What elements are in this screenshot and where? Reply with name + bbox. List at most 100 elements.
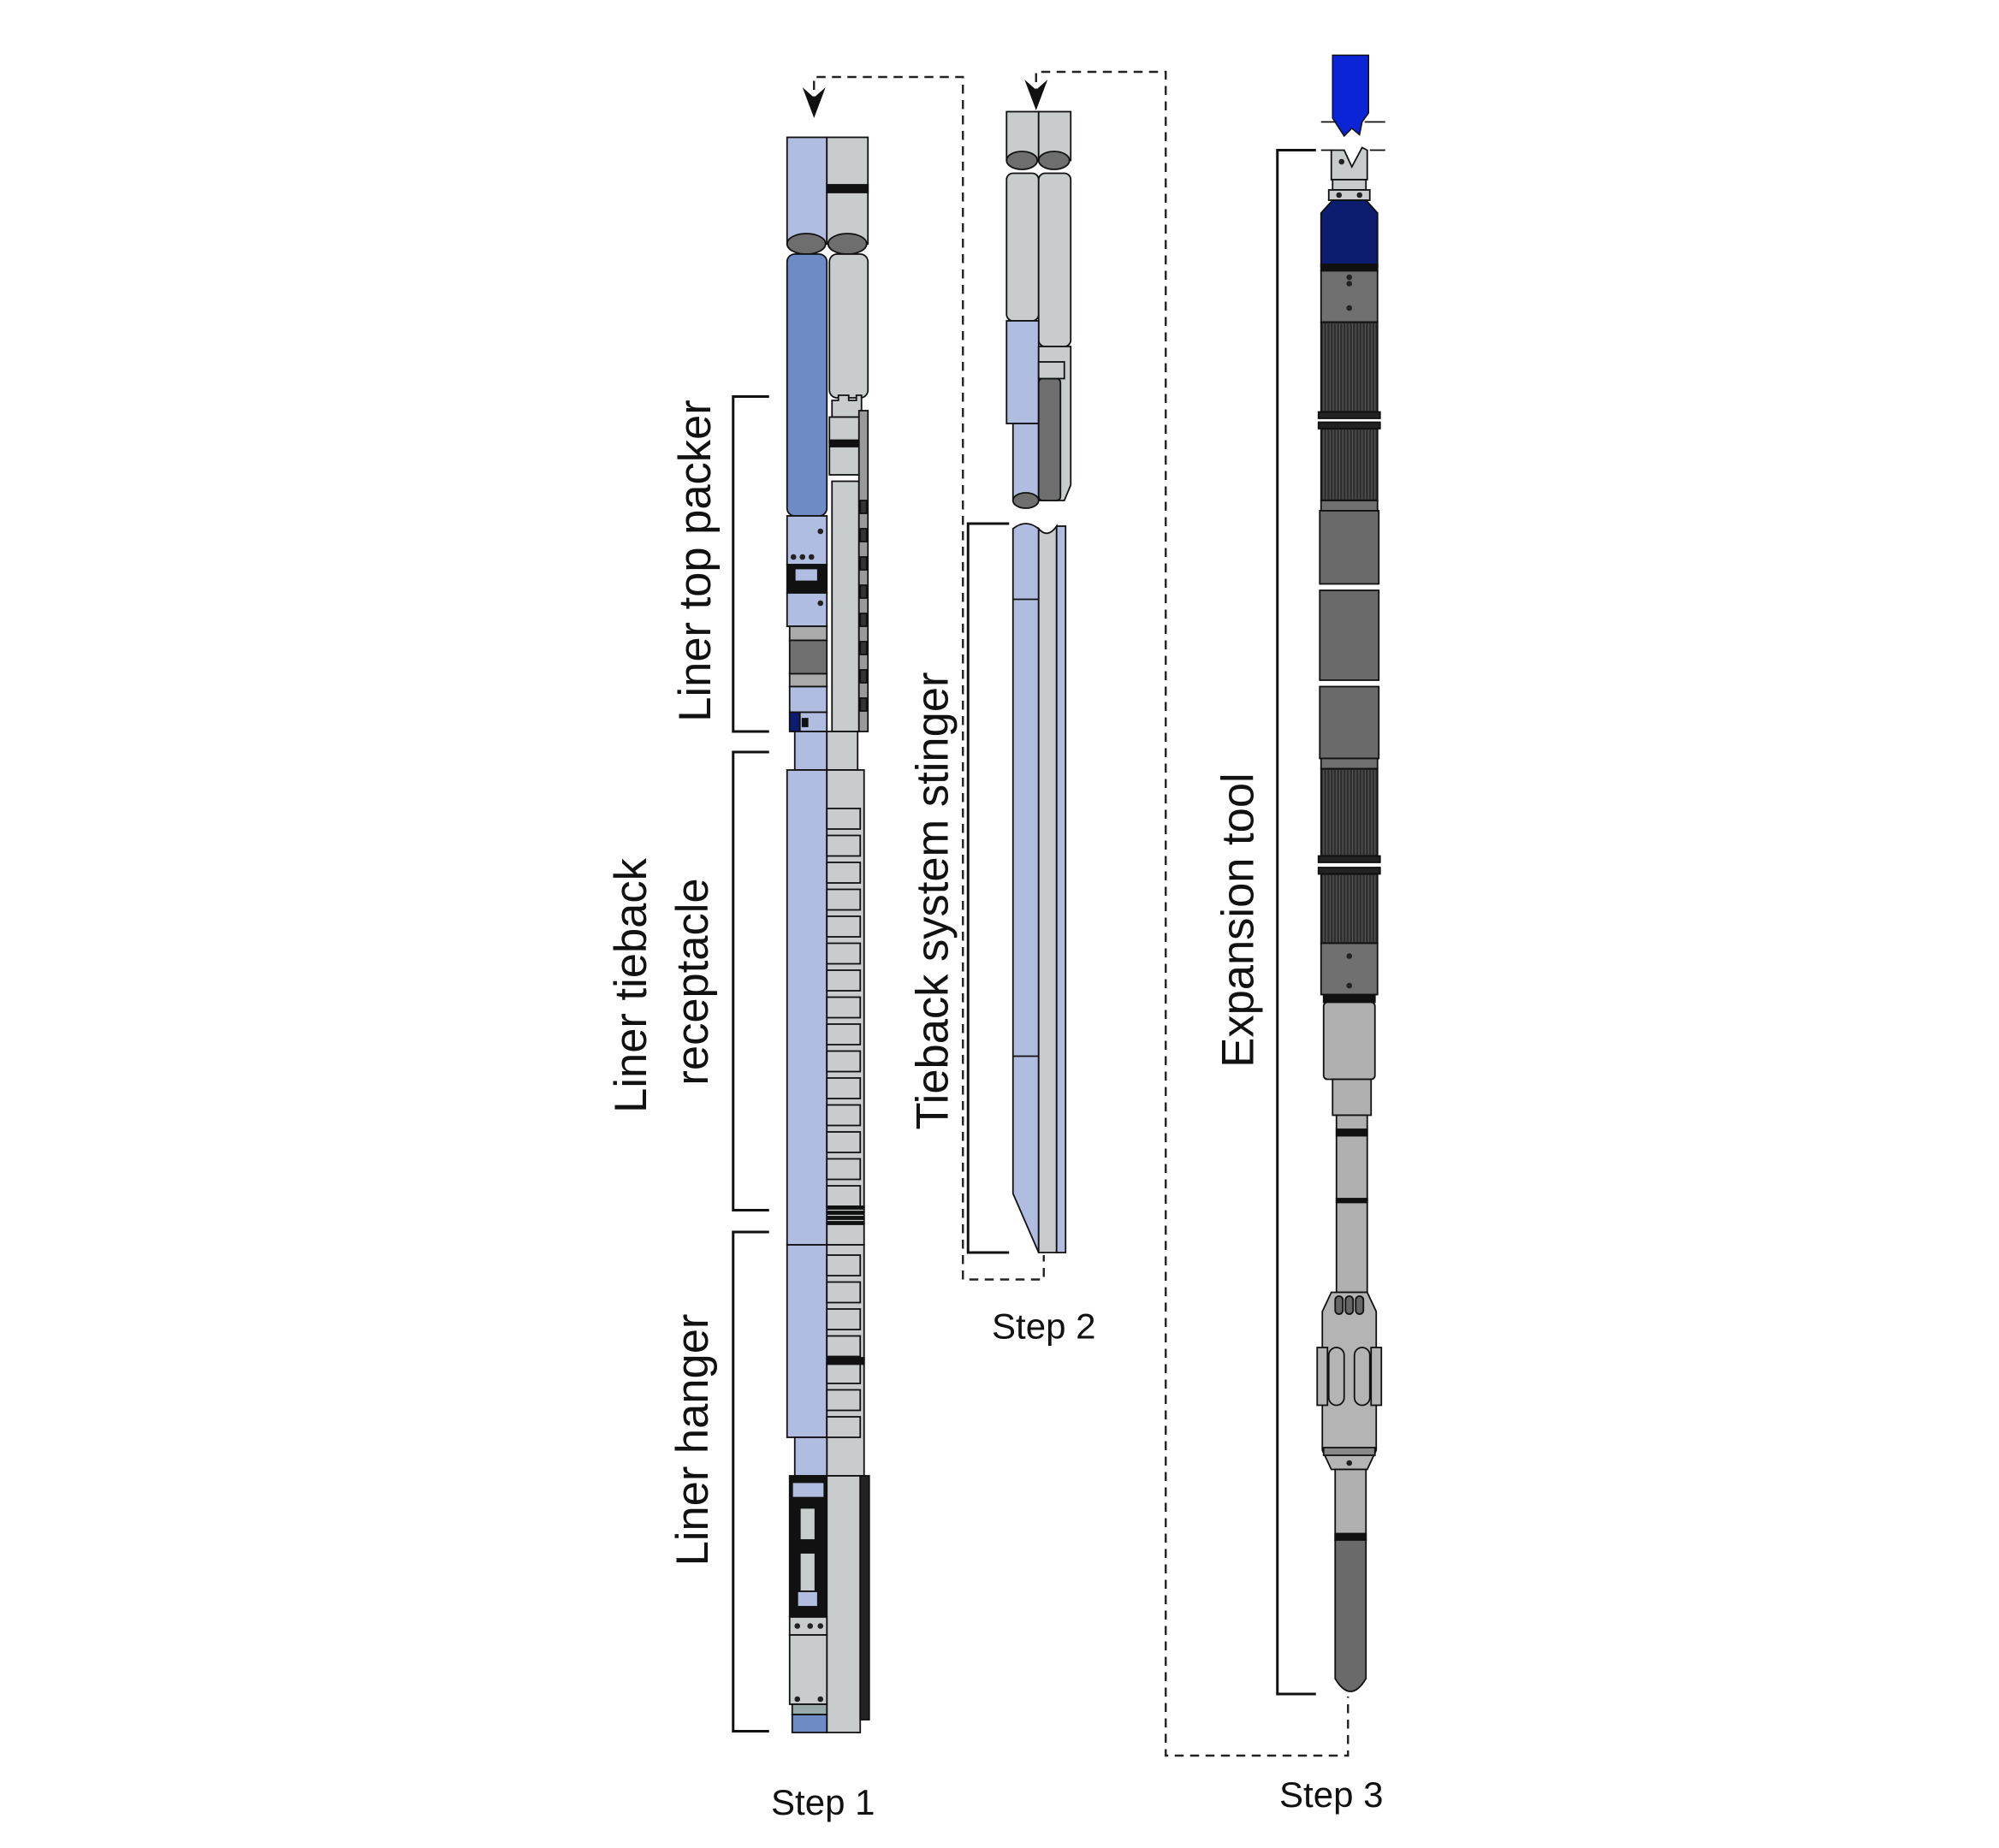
- receptacle-slot: [826, 1077, 862, 1099]
- ring: [1317, 855, 1381, 863]
- stinger-neck: [1011, 423, 1040, 501]
- bolt: [794, 1623, 801, 1629]
- housing: [1319, 589, 1380, 681]
- receptacle-slot: [826, 834, 862, 857]
- receptacle-slot: [826, 808, 862, 830]
- shoulder: [1037, 361, 1065, 380]
- flow-connector-step2: [1024, 70, 1349, 1757]
- flow-connector-step1: [802, 75, 1045, 1281]
- tube-end: [1037, 151, 1071, 170]
- tube-end: [827, 233, 868, 255]
- hanger-mandrel: [826, 1475, 862, 1733]
- hanger-bottom: [788, 1634, 828, 1705]
- roller: [1327, 1347, 1345, 1407]
- housing: [1319, 510, 1380, 585]
- bolt: [1346, 982, 1353, 989]
- bolt: [817, 600, 824, 607]
- label-liner-tieback-line1: Liner tieback: [606, 857, 656, 1112]
- receptacle-top: [793, 731, 828, 771]
- spacer: [1320, 500, 1379, 512]
- outer-strip: [857, 410, 869, 732]
- collar: [828, 446, 863, 476]
- liner-bottom: [791, 1714, 828, 1733]
- band: [826, 1357, 865, 1365]
- band: [1335, 1128, 1368, 1137]
- label-liner-tieback-line2: receptacle: [667, 878, 718, 1085]
- slip-insert: [859, 528, 868, 542]
- bracket-liner-hanger: [732, 1230, 769, 1732]
- ring: [1317, 867, 1381, 875]
- stinger-lower-body: [1011, 523, 1040, 1253]
- ring: [1317, 421, 1381, 429]
- outer-slip-strip: [859, 1475, 870, 1721]
- step-1-liner-assembly: [786, 136, 870, 1733]
- slip-insert: [859, 697, 868, 712]
- seal-band: [826, 1211, 865, 1215]
- bolt: [1346, 274, 1353, 281]
- bolt: [1336, 192, 1343, 198]
- bolt: [807, 1623, 814, 1629]
- tube-end: [1005, 151, 1039, 170]
- band: [1322, 993, 1376, 1004]
- bolt-collar: [1327, 189, 1371, 201]
- hanger-slot: [826, 1335, 862, 1358]
- top-collar: [1332, 179, 1367, 191]
- label-liner-top-packer: Liner top packer: [670, 400, 721, 721]
- slip: [798, 1552, 816, 1592]
- slip-insert: [859, 669, 868, 684]
- receptacle-slot: [826, 1158, 862, 1181]
- stinger-upper-left: [1005, 172, 1040, 322]
- bracket-tieback-stinger: [966, 522, 1010, 1254]
- receptacle-slot: [826, 888, 862, 911]
- receptacle-slot: [826, 1131, 862, 1153]
- bolt: [1356, 192, 1363, 198]
- slip-insert: [859, 613, 868, 627]
- slot: [1355, 1295, 1365, 1315]
- receptacle-slot: [826, 915, 862, 938]
- side-arm: [1316, 1347, 1329, 1407]
- slip-insert: [859, 584, 868, 599]
- slip-insert: [859, 641, 868, 655]
- mandrel-shaft: [1335, 1114, 1368, 1294]
- band: [1334, 1532, 1367, 1541]
- stinger-upper-right: [1037, 172, 1072, 347]
- side-arm: [1370, 1347, 1383, 1407]
- upper-tube-left: [786, 136, 828, 245]
- bolt: [808, 554, 815, 560]
- housing: [1319, 685, 1380, 760]
- receptacle-slot: [826, 1023, 862, 1045]
- roller: [1353, 1347, 1371, 1407]
- step-3-label: Step 3: [1279, 1774, 1383, 1815]
- stinger-lower-inner: [1037, 524, 1058, 1253]
- nose-cone: [1334, 1539, 1367, 1692]
- label-tieback-stinger: Tieback system stinger: [907, 672, 958, 1130]
- tool-top-cap: [1330, 146, 1368, 181]
- slot: [1334, 1295, 1344, 1315]
- step-1-label: Step 1: [771, 1782, 875, 1822]
- hanger-slot: [826, 1362, 862, 1384]
- arrow-down-icon: [802, 87, 826, 118]
- receptacle-slot: [826, 942, 862, 965]
- lock-ring: [788, 711, 801, 732]
- bracket-liner-top-packer: [732, 395, 769, 733]
- slip-insert: [859, 556, 868, 571]
- mandrel-neck: [1332, 1078, 1373, 1116]
- bolt: [799, 554, 806, 560]
- running-tool-body: [786, 253, 828, 517]
- tube-end: [1011, 492, 1040, 509]
- band: [1335, 1198, 1368, 1204]
- liner-hanger-body: [786, 1244, 828, 1438]
- stinger-blue-section: [1005, 320, 1040, 424]
- slip-top: [791, 1481, 826, 1499]
- band: [828, 439, 863, 447]
- slip-insert: [859, 500, 868, 514]
- collar: [828, 416, 863, 444]
- bolt-ring: [791, 1703, 828, 1715]
- hanger-slot: [826, 1389, 862, 1412]
- packer-rubber: [788, 639, 828, 675]
- running-tool-right: [828, 253, 869, 399]
- receptacle-slot: [826, 1185, 862, 1207]
- ring: [1317, 411, 1381, 419]
- bolt: [817, 528, 824, 535]
